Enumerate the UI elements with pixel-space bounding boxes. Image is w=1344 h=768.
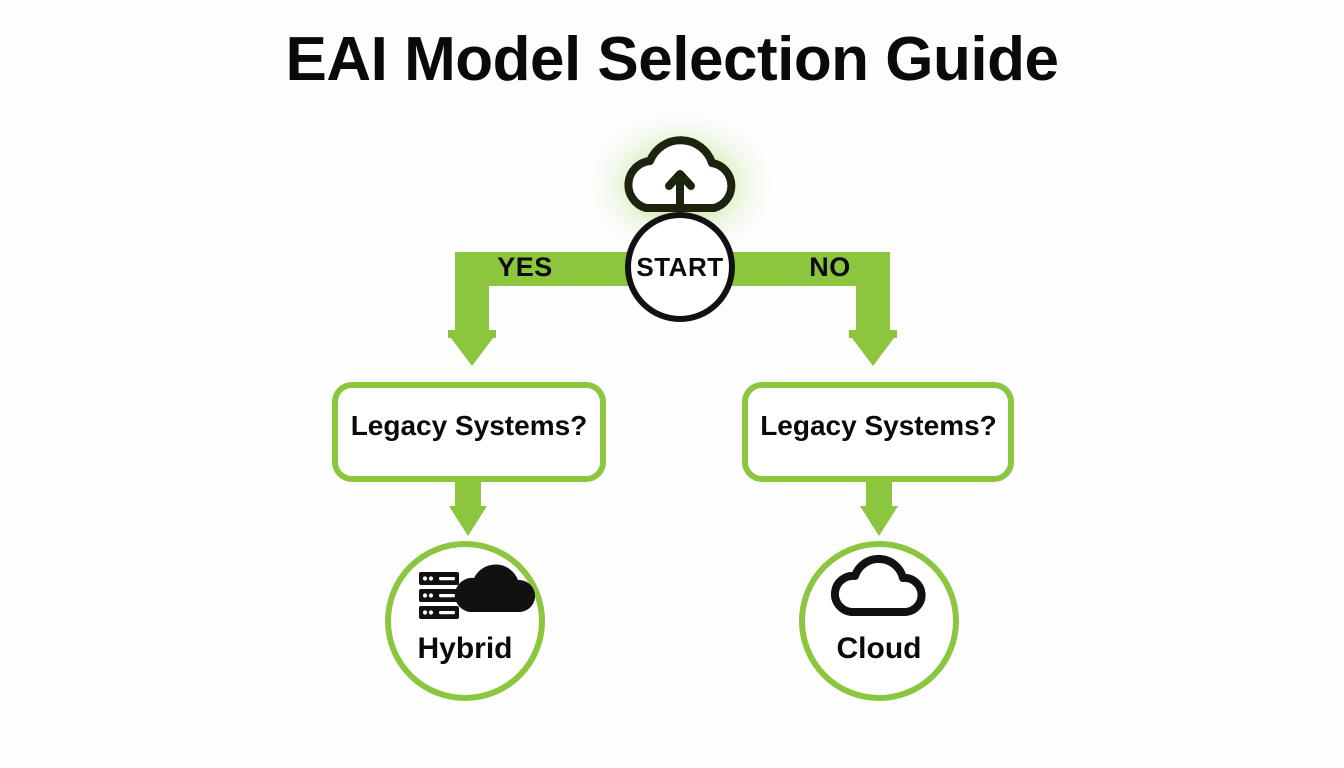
server-cloud-icon	[419, 564, 536, 619]
branch-label-yes: YES	[497, 252, 553, 282]
branch-label-no: NO	[809, 252, 851, 282]
left-decision-label: Legacy Systems?	[350, 410, 588, 441]
cloud-upload-icon	[624, 136, 736, 212]
connector-right-box-to-cloud	[860, 479, 898, 536]
page-title: EAI Model Selection Guide	[285, 25, 1059, 94]
right-decision-label: Legacy Systems?	[760, 410, 997, 441]
hybrid-outcome-circle[interactable]	[385, 541, 545, 701]
start-node-circle[interactable]	[625, 212, 735, 322]
hybrid-outcome-label: Hybrid	[417, 632, 513, 665]
connector-no	[725, 252, 897, 366]
connector-yes	[448, 252, 635, 366]
connector-left-box-to-hybrid	[449, 479, 487, 536]
cloud-outline-icon	[830, 554, 926, 616]
start-node-label: START	[636, 252, 724, 282]
cloud-outcome-label: Cloud	[836, 632, 922, 665]
